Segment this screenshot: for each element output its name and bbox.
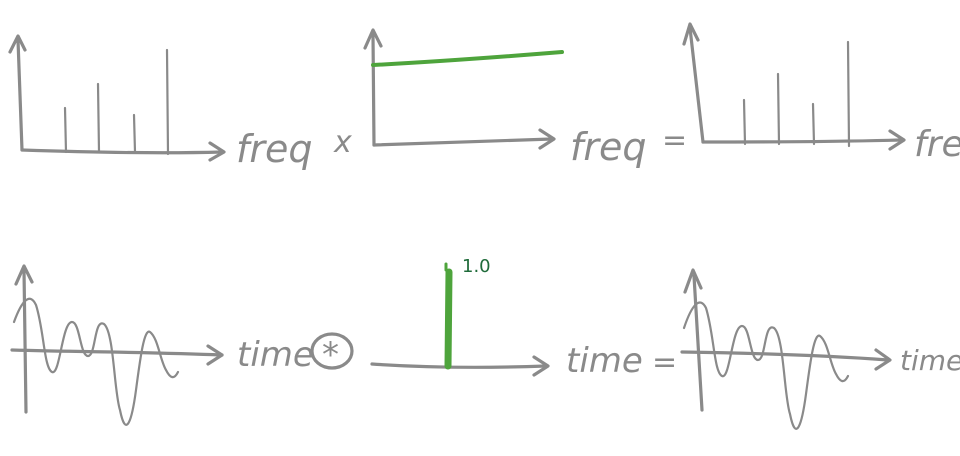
- time-plot-output: [680, 268, 892, 430]
- x-axis: [701, 138, 904, 144]
- y-axis: [692, 274, 704, 412]
- freq-axis-label-3: freq: [914, 124, 960, 165]
- time-axis-label-3: time: [900, 344, 960, 377]
- convolution-operator: *: [310, 332, 354, 375]
- y-axis-arrowhead: [8, 34, 27, 54]
- spectral-line: [96, 82, 101, 154]
- waveform: [12, 297, 180, 426]
- time-axis-label-2: time: [566, 341, 643, 381]
- x-axis: [10, 348, 224, 357]
- freq-plot-input: [8, 34, 226, 162]
- x-axis-arrowhead: [888, 129, 906, 151]
- x-axis: [370, 362, 548, 369]
- impulse-value-label: 1.0: [462, 256, 491, 277]
- y-axis-arrowhead: [363, 28, 383, 50]
- freq-axis-label-2: freq: [570, 125, 647, 169]
- equals-operator-2: =: [652, 345, 677, 380]
- freq-plot-flat-response: [363, 28, 564, 150]
- spectral-line: [132, 113, 137, 154]
- operator-circle: [310, 332, 354, 370]
- x-axis-arrowhead: [532, 355, 550, 377]
- freq-plot-output: [682, 22, 906, 151]
- y-axis-arrowhead: [682, 22, 700, 46]
- multiply-operator: x: [333, 125, 352, 160]
- spectral-line: [776, 72, 781, 146]
- y-axis: [688, 26, 705, 144]
- freq-axis-label-1: freq: [236, 127, 313, 171]
- x-axis-arrowhead: [206, 344, 224, 366]
- y-axis: [22, 268, 28, 414]
- spectral-line: [811, 102, 816, 146]
- spectral-line: [63, 106, 68, 154]
- spectral-line: [165, 48, 170, 156]
- x-axis: [680, 350, 890, 362]
- y-axis: [371, 33, 376, 147]
- waveform: [682, 301, 850, 430]
- y-axis-arrowhead: [14, 264, 34, 286]
- spectral-line: [846, 40, 851, 148]
- equals-operator: =: [662, 123, 687, 158]
- time-plot-impulse: [370, 262, 550, 377]
- operator-symbol: *: [322, 335, 339, 375]
- x-axis: [20, 148, 224, 155]
- y-axis: [16, 38, 24, 152]
- y-axis-arrowhead: [683, 268, 703, 294]
- x-axis-arrowhead: [874, 348, 892, 371]
- time-axis-label-1: time: [237, 335, 314, 375]
- impulse-spike: [444, 268, 453, 370]
- x-axis-arrowhead: [538, 128, 556, 150]
- flat-response-line: [371, 50, 564, 67]
- x-axis-arrowhead: [208, 141, 226, 162]
- time-plot-input: [10, 264, 224, 426]
- x-axis: [372, 137, 554, 147]
- spectral-line: [742, 98, 747, 146]
